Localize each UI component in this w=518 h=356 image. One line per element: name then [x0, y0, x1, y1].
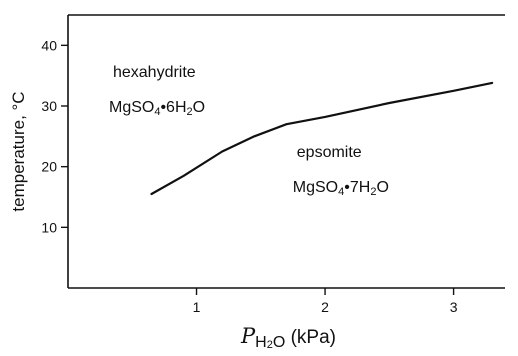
region-name-epsomite: epsomite	[297, 144, 362, 161]
x-tick-label-2: 2	[321, 299, 329, 315]
chart-axes	[67, 14, 505, 289]
y-tick-label-10: 10	[41, 219, 57, 235]
y-axis-title: temperature, °C	[9, 91, 28, 211]
x-tick-label-3: 3	[450, 299, 458, 315]
x-axis-title: PH2O (kPa)	[240, 324, 336, 351]
region-formula-epsomite: MgSO4•7H2O	[293, 179, 389, 198]
x-tick-label-1: 1	[193, 299, 201, 315]
y-tick-label-20: 20	[41, 159, 57, 175]
region-name-hexahydrite: hexahydrite	[113, 64, 196, 81]
chart-ticks: 10 20 30 40 1 2 3	[41, 37, 457, 315]
y-tick-label-30: 30	[41, 98, 57, 114]
series-line-0	[150, 81, 494, 196]
y-tick-label-40: 40	[41, 37, 57, 53]
region-formula-hexahydrite: MgSO4•6H2O	[109, 99, 205, 118]
chart-series	[150, 81, 494, 196]
